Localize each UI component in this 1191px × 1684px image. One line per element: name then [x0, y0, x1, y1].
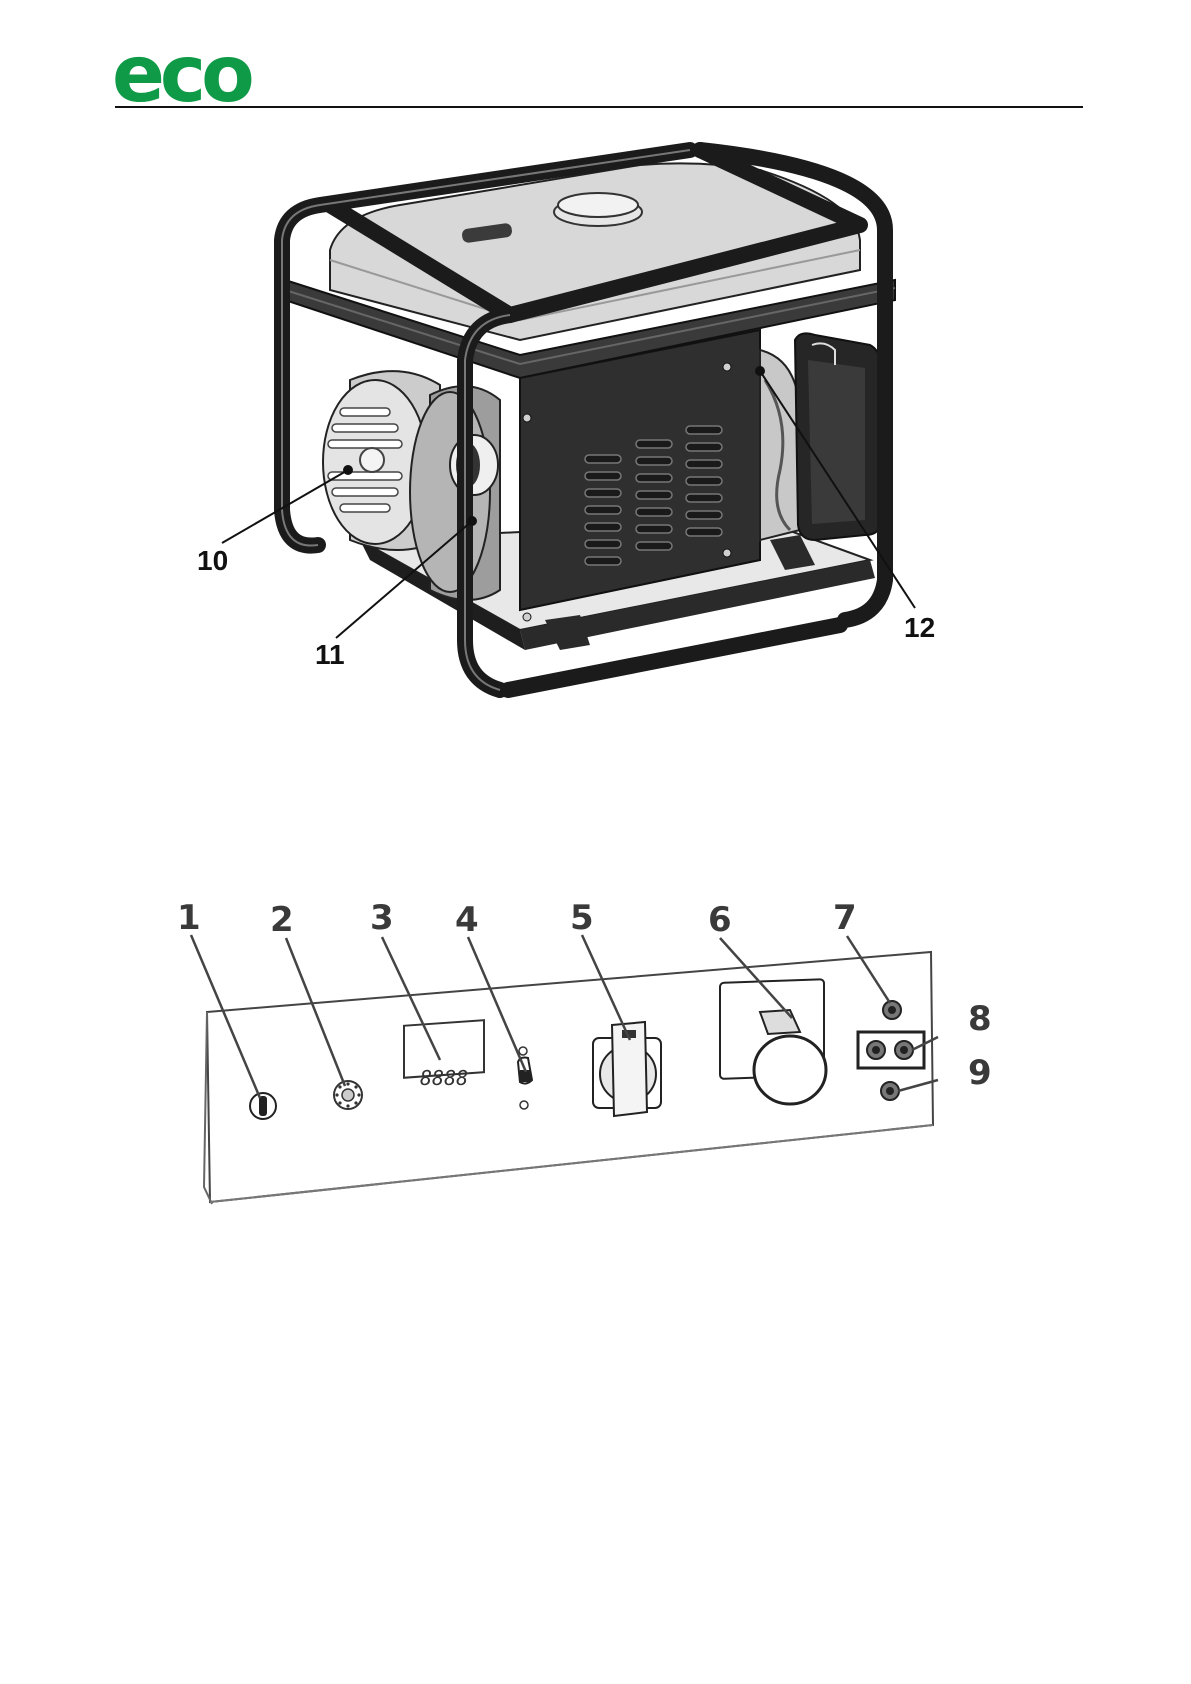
callout-6: 6 — [708, 900, 732, 940]
callout-8: 8 — [968, 999, 992, 1039]
control-panel: 8888 — [204, 952, 933, 1204]
callout-10: 10 — [197, 545, 228, 576]
callout-12: 12 — [904, 612, 935, 643]
generator-illustration — [282, 150, 895, 690]
callout-3: 3 — [370, 898, 394, 938]
panel-terminal-9 — [881, 1082, 899, 1100]
panel-terminal-7 — [883, 1001, 901, 1019]
callout-5: 5 — [570, 898, 594, 938]
callout-2: 2 — [270, 900, 294, 940]
callout-7: 7 — [833, 898, 857, 938]
callout-1: 1 — [177, 898, 201, 938]
callout-9: 9 — [968, 1053, 992, 1093]
panel-dial — [334, 1081, 362, 1109]
display-digits: 8888 — [420, 1066, 468, 1090]
callout-11: 11 — [315, 639, 345, 670]
callout-4: 4 — [455, 900, 479, 940]
panel-switch — [250, 1093, 276, 1119]
